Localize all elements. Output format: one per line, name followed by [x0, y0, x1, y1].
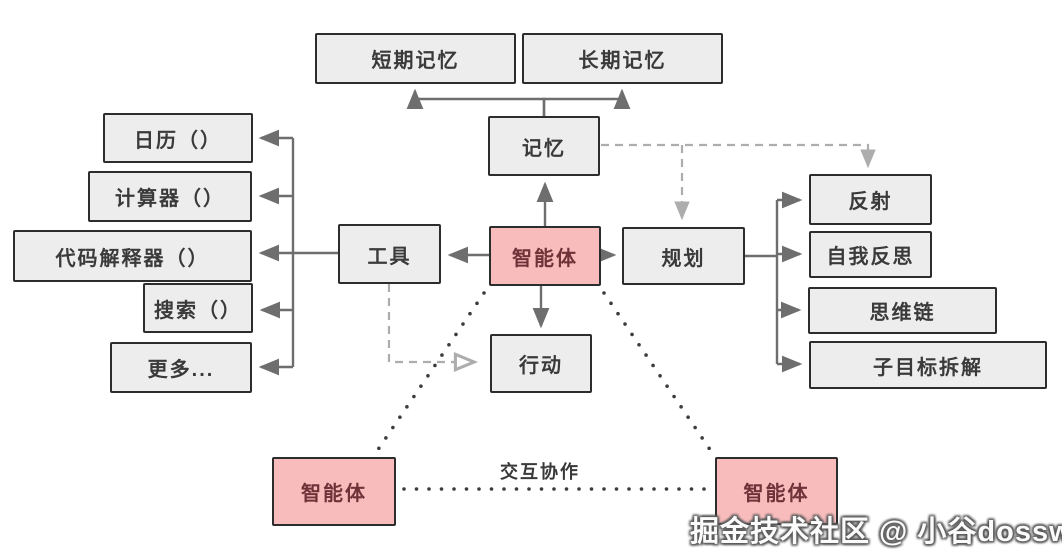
- node-planning: 规划: [622, 227, 745, 285]
- node-search: 搜索（）: [143, 283, 253, 333]
- node-agent-bottom-right: 智能体: [715, 457, 838, 525]
- node-short-term-memory: 短期记忆: [315, 33, 516, 84]
- edge-memory-to-short-term: [406, 88, 546, 116]
- edge-tools-to-action-dashed: [387, 284, 473, 362]
- edge-planning-trunk: [745, 200, 779, 364]
- node-action: 行动: [490, 334, 592, 393]
- edge-memory-to-reflection-dashed: [601, 143, 876, 169]
- node-tools: 工具: [338, 224, 441, 284]
- collaboration-edge-label: 交互协作: [500, 462, 580, 482]
- node-long-term-memory: 长期记忆: [522, 33, 723, 84]
- edge-memory-to-long-term: [542, 88, 631, 116]
- watermark-text: 掘金技术社区 @ 小谷dossweet: [690, 516, 1062, 548]
- edge-tools-trunk: [291, 138, 338, 367]
- node-calculator: 计算器（）: [88, 171, 252, 222]
- node-agent-bottom-left: 智能体: [272, 457, 396, 526]
- node-calendar: 日历（）: [103, 113, 253, 163]
- node-self-reflection: 自我反思: [809, 231, 932, 278]
- edge-agent-to-agent-left-dotted: [375, 291, 486, 453]
- node-chain-of-thought: 思维链: [808, 287, 997, 334]
- node-code-interpreter: 代码解释器（）: [13, 230, 252, 282]
- node-more: 更多...: [110, 342, 252, 393]
- node-agent-center: 智能体: [489, 226, 601, 286]
- node-memory: 记忆: [488, 116, 600, 176]
- node-reflection: 反射: [809, 174, 932, 225]
- edge-agent-to-agent-right-dotted: [602, 291, 713, 453]
- node-subgoal-decomposition: 子目标拆解: [809, 341, 1047, 389]
